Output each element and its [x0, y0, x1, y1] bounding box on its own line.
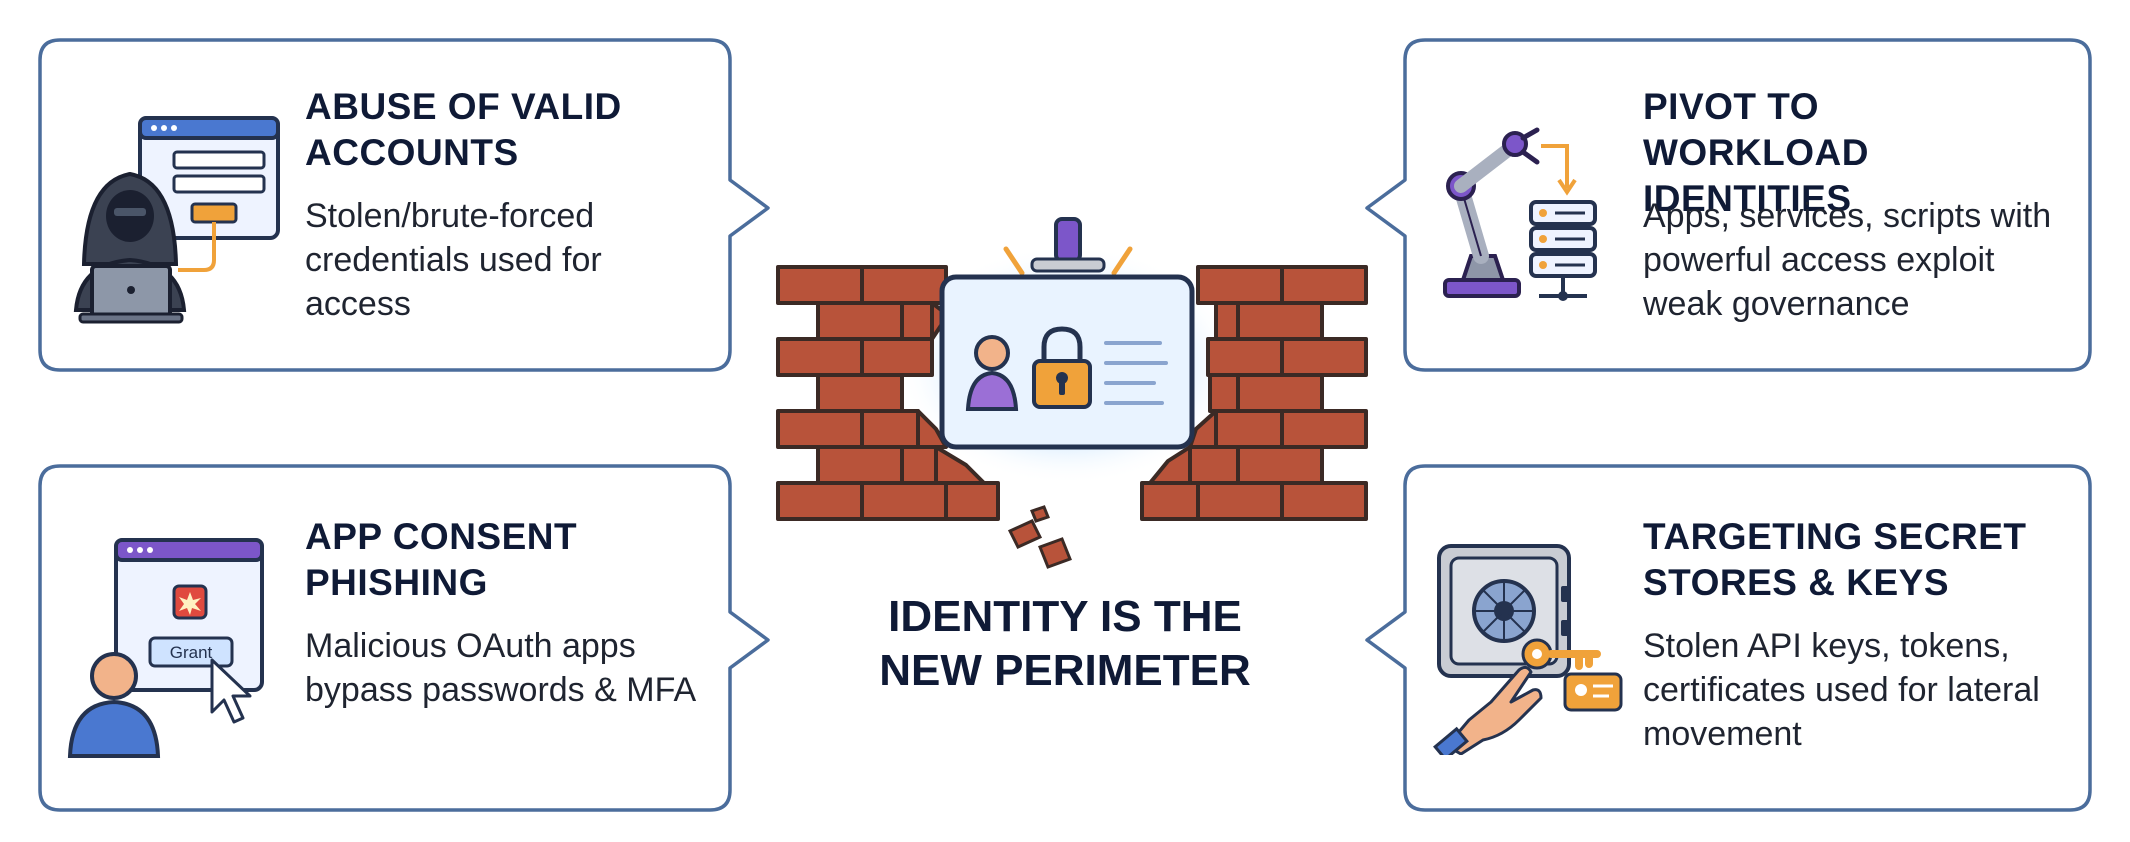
id-badge-icon [939, 217, 1195, 450]
card-outline-pivot-workload [1365, 38, 2092, 372]
card-pivot-workload-identities: PIVOT TO WORKLOAD IDENTITIES Apps, servi… [1405, 40, 2090, 370]
card-description: Malicious OAuth apps bypass passwords & … [305, 627, 697, 709]
card-description: Stolen API keys, tokens, certificates us… [1643, 627, 2040, 753]
brick-rubble [1007, 505, 1072, 569]
robot-arm-server-icon [1443, 127, 1597, 301]
card-title: PIVOT TO WORKLOAD IDENTITIES [1643, 86, 1869, 219]
card-title: APP CONSENT PHISHING [305, 516, 578, 603]
grant-button-label: Grant [170, 643, 213, 662]
left-wall [776, 265, 1000, 521]
card-description: Apps, services, scripts with powerful ac… [1643, 197, 2052, 323]
card-targeting-secret-stores: TARGETING SECRET STORES & KEYS Stolen AP… [1405, 466, 2090, 810]
card-description: Stolen/brute-forced credentials used for… [305, 197, 602, 323]
hacker-laptop-login-icon [73, 116, 280, 324]
card-title: ABUSE OF VALID ACCOUNTS [305, 86, 622, 173]
right-wall [1140, 265, 1368, 521]
broken-brick-wall-illustration [776, 217, 1368, 569]
grant-consent-window-icon: Grant [67, 538, 264, 758]
card-app-consent-phishing: Grant APP CONSENT PHISHING Malicious OAu… [40, 466, 730, 810]
center-title: IDENTITY IS THE NEW PERIMETER [879, 592, 1251, 695]
card-abuse-valid-accounts: ABUSE OF VALID ACCOUNTS Stolen/brute-for… [40, 40, 730, 370]
card-title: TARGETING SECRET STORES & KEYS [1643, 516, 2027, 603]
vault-key-icon [1433, 544, 1623, 755]
